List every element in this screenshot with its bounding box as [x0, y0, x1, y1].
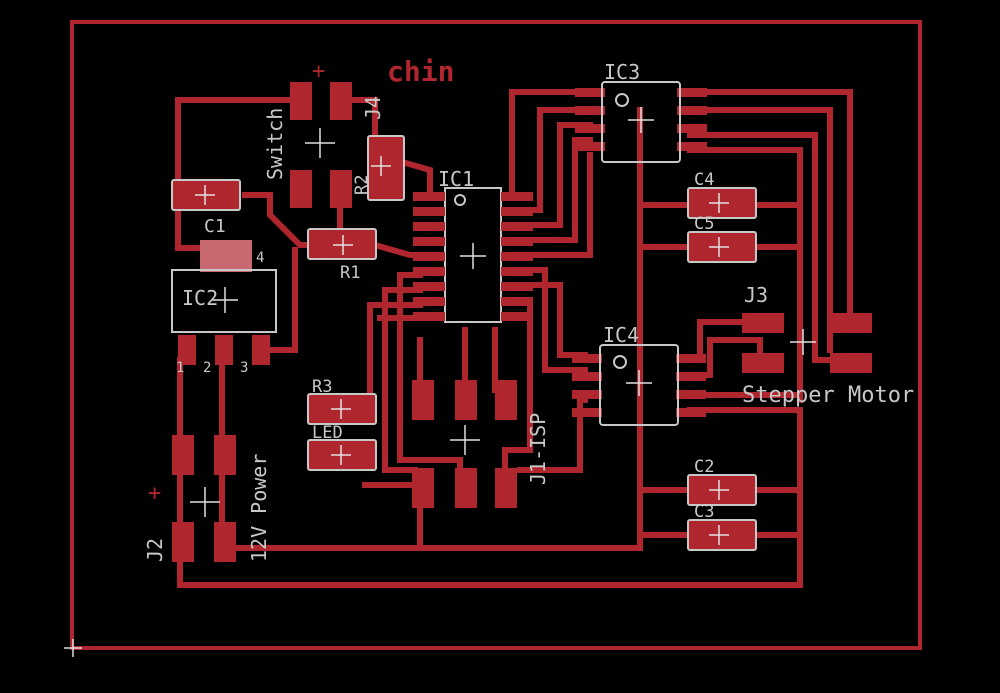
trace-ic1-r5[interactable]: [517, 152, 593, 258]
ic3[interactable]: [575, 81, 707, 163]
pad-sw-2[interactable]: [330, 170, 352, 208]
label-ic2: IC2: [182, 286, 218, 310]
pad-j2-c[interactable]: [172, 522, 194, 562]
label-ic2-pin2: 2: [203, 360, 211, 376]
origin-markers: [64, 107, 816, 657]
ic4-outline: [599, 344, 679, 426]
pad-j1-4[interactable]: [412, 468, 434, 508]
pad-j4-2[interactable]: [330, 82, 352, 120]
trace-ic1-l4[interactable]: [397, 272, 463, 478]
label-c2: C2: [694, 457, 714, 477]
label-ic1: IC1: [438, 167, 474, 191]
pad-j2-d[interactable]: [214, 522, 236, 562]
board-outline: [70, 20, 922, 650]
ic1-pin1-marker: [454, 194, 466, 206]
silkscreen-labels: chin IC1 IC3 IC4 IC2 C1 R1 R3 LED C4 C5 …: [143, 55, 914, 562]
trace-ic2-3[interactable]: [255, 247, 298, 353]
ic3-pin1-marker: [615, 93, 629, 107]
ic3-pads[interactable]: [575, 88, 707, 151]
pad-j3-1[interactable]: [742, 313, 784, 333]
pad-ic2-1[interactable]: [178, 335, 196, 365]
pad-j2-a[interactable]: [172, 435, 194, 475]
pad-j4-1[interactable]: [290, 82, 312, 120]
label-j2-plus: +: [148, 481, 161, 506]
label-led: LED: [312, 423, 343, 443]
pad-j3-2[interactable]: [742, 353, 784, 373]
trace-j1-ic4[interactable]: [517, 397, 588, 473]
pad-j1-1[interactable]: [412, 380, 434, 420]
trace-vcc-bus[interactable]: [222, 107, 643, 551]
trace-ic3-r4[interactable]: [687, 147, 803, 403]
label-j3: J3: [744, 283, 768, 307]
trace-c1-left[interactable]: [175, 192, 203, 251]
trace-ic3-r1[interactable]: [687, 89, 853, 323]
label-12v-power: 12V Power: [247, 454, 271, 562]
label-c3: C3: [694, 502, 714, 522]
trace-ic1-l5[interactable]: [382, 287, 423, 473]
trace-ic3-r3[interactable]: [687, 132, 843, 363]
ic1[interactable]: [413, 187, 533, 323]
label-switch: Switch: [263, 108, 287, 180]
label-ic2-pin3: 3: [240, 360, 248, 376]
pads[interactable]: [172, 82, 872, 562]
label-ic3: IC3: [604, 60, 640, 84]
label-stepper-motor: Stepper Motor: [742, 383, 914, 408]
pad-j2-b[interactable]: [214, 435, 236, 475]
label-r3: R3: [312, 377, 332, 397]
ic4-pads[interactable]: [572, 354, 706, 417]
label-j4: J4: [361, 96, 385, 120]
pad-sw-1[interactable]: [290, 170, 312, 208]
ic4-pin1-marker: [613, 355, 627, 369]
pad-j1-6[interactable]: [495, 468, 517, 508]
r1[interactable]: [307, 228, 377, 260]
pad-ic2-3[interactable]: [252, 335, 270, 365]
pad-ic2-2[interactable]: [215, 335, 233, 365]
label-ic2-pin1: 1: [176, 360, 184, 376]
trace-ic1-r4[interactable]: [517, 137, 593, 243]
board-title: chin: [387, 55, 454, 88]
trace-ic1-l6[interactable]: [367, 302, 423, 403]
ic3-outline: [601, 81, 681, 163]
label-c5: C5: [694, 214, 714, 234]
label-j2: J2: [143, 538, 167, 562]
pad-ic2-4[interactable]: [200, 240, 252, 272]
pad-j1-3[interactable]: [495, 380, 517, 420]
ic1-pads[interactable]: [413, 192, 533, 321]
label-j1-isp: J1-ISP: [526, 413, 550, 485]
label-ic2-pin4: 4: [256, 250, 264, 266]
trace-r2-ic1[interactable]: [391, 156, 433, 198]
pad-j1-2[interactable]: [455, 380, 477, 420]
pad-stepper-2[interactable]: [830, 353, 872, 373]
label-c1: C1: [204, 216, 226, 237]
pad-stepper-1[interactable]: [830, 313, 872, 333]
trace-ic3-r2[interactable]: [687, 107, 833, 353]
label-r1: R1: [340, 263, 360, 283]
trace-c1-right[interactable]: [242, 192, 313, 248]
label-j4-plus: +: [312, 59, 325, 84]
passives[interactable]: [171, 135, 757, 551]
ic2-outline: [171, 269, 277, 333]
trace-top-left[interactable]: [175, 97, 303, 198]
r2[interactable]: [367, 135, 405, 201]
ic4[interactable]: [572, 344, 706, 426]
label-c4: C4: [694, 170, 714, 190]
label-r2: R2: [352, 175, 372, 195]
pad-j1-5[interactable]: [455, 468, 477, 508]
traces[interactable]: [175, 89, 853, 588]
label-ic4: IC4: [603, 323, 639, 347]
